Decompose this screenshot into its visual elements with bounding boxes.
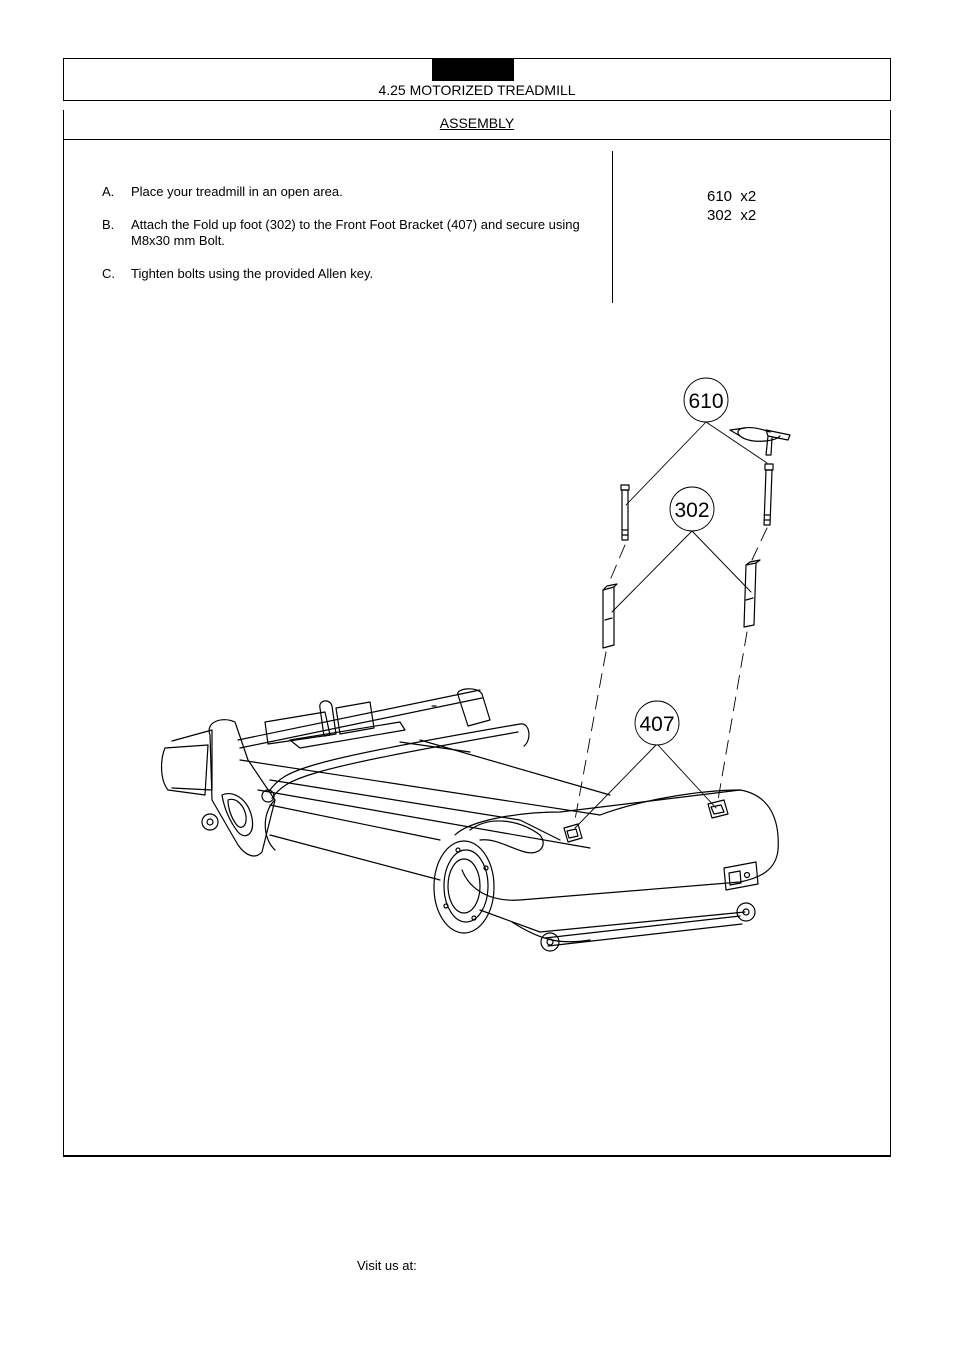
instruction-step-b: B. Attach the Fold up foot (302) to the … — [102, 217, 602, 249]
parts-list: 610 x2 302 x2 — [707, 187, 756, 225]
callout-leaders — [574, 421, 768, 829]
callout-407: 407 — [634, 700, 680, 746]
main-content-box: A. Place your treadmill in an open area.… — [63, 139, 891, 1157]
step-text: Place your treadmill in an open area. — [131, 184, 343, 199]
header-box: 4.25 MOTORIZED TREADMILL — [63, 58, 891, 101]
step-text: Attach the Fold up foot (302) to the Fro… — [131, 217, 580, 248]
instruction-list: A. Place your treadmill in an open area.… — [102, 184, 602, 299]
callout-407-label: 407 — [639, 713, 674, 736]
step-text: Tighten bolts using the provided Allen k… — [131, 266, 374, 281]
footer-text: Visit us at: — [357, 1258, 417, 1273]
callout-610-label: 610 — [688, 390, 723, 413]
document-title: 4.25 MOTORIZED TREADMILL — [378, 82, 576, 98]
treadmill-illustration — [161, 688, 779, 952]
section-title: ASSEMBLY — [439, 115, 515, 131]
allen-key-icon — [729, 427, 791, 456]
alignment-lines — [573, 527, 768, 826]
bolt-part-illustration — [620, 463, 774, 541]
step-letter: C. — [102, 266, 115, 281]
step-letter: B. — [102, 217, 115, 232]
part-item: 302 x2 — [707, 207, 757, 224]
part-item: 610 x2 — [707, 188, 757, 205]
column-divider — [612, 151, 613, 303]
header-black-bar — [432, 59, 514, 81]
foot-part-illustration — [602, 559, 761, 649]
callout-610: 610 — [683, 377, 729, 423]
instruction-step-a: A. Place your treadmill in an open area. — [102, 184, 602, 200]
callout-302: 302 — [669, 486, 715, 532]
step-letter: A. — [102, 184, 115, 199]
callout-302-label: 302 — [674, 499, 709, 522]
instruction-step-c: C. Tighten bolts using the provided Alle… — [102, 266, 602, 282]
section-header: ASSEMBLY — [63, 110, 891, 140]
